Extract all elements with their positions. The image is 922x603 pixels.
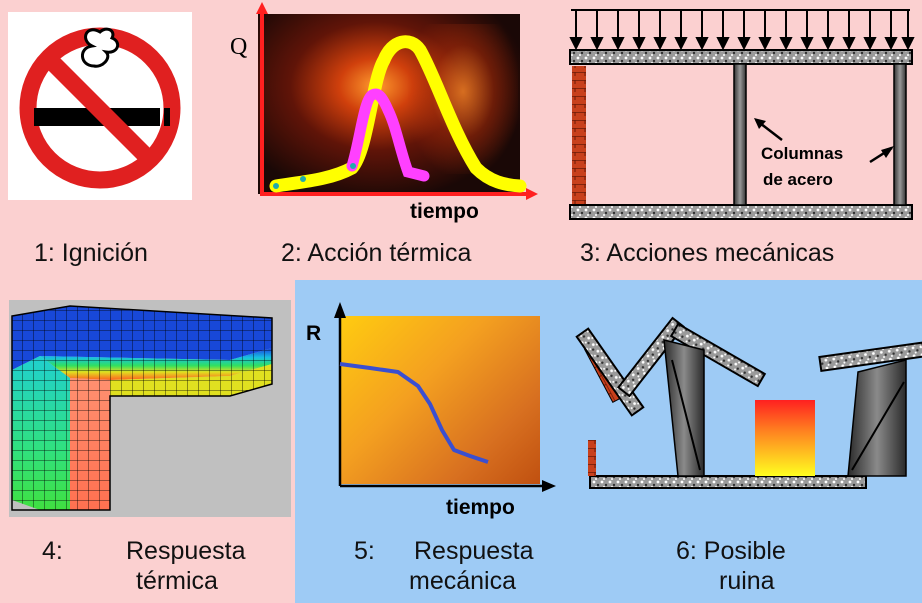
- caption-thermal-response-word1: Respuesta: [126, 537, 246, 565]
- thermal-x-label: tiempo: [410, 200, 479, 223]
- caption-mechanical-response-word2: mecánica: [409, 567, 516, 595]
- mechanical-y-label: R: [306, 322, 322, 345]
- caption-mechanical-response-num: 5:: [354, 537, 375, 565]
- caption-thermal-response-word2: térmica: [136, 567, 218, 595]
- caption-mechanical-response-word1: Respuesta: [414, 537, 534, 565]
- caption-thermal-action: 2: Acción térmica: [281, 239, 472, 267]
- load-arrows: [569, 10, 915, 51]
- mechanical-x-label: tiempo: [446, 496, 515, 519]
- resistance-curve: [339, 362, 489, 464]
- caption-mechanical-actions: 3: Acciones mecánicas: [580, 239, 835, 267]
- annotation-steel-columns-2: de acero: [763, 170, 833, 189]
- caption-thermal-response-num: 4:: [42, 537, 63, 565]
- caption-possible-collapse-line2: ruina: [719, 567, 775, 595]
- caption-possible-collapse-line1: 6: Posible: [676, 537, 786, 565]
- annotation-steel-columns-1: Columnas: [761, 144, 844, 163]
- panel-mechanical-response: [340, 316, 540, 484]
- no-smoking-icon: [19, 27, 181, 189]
- thermal-y-label: Q: [230, 34, 248, 60]
- caption-ignition: 1: Ignición: [34, 239, 148, 267]
- panel-ignition: [8, 12, 192, 200]
- magenta-curve: [346, 88, 430, 182]
